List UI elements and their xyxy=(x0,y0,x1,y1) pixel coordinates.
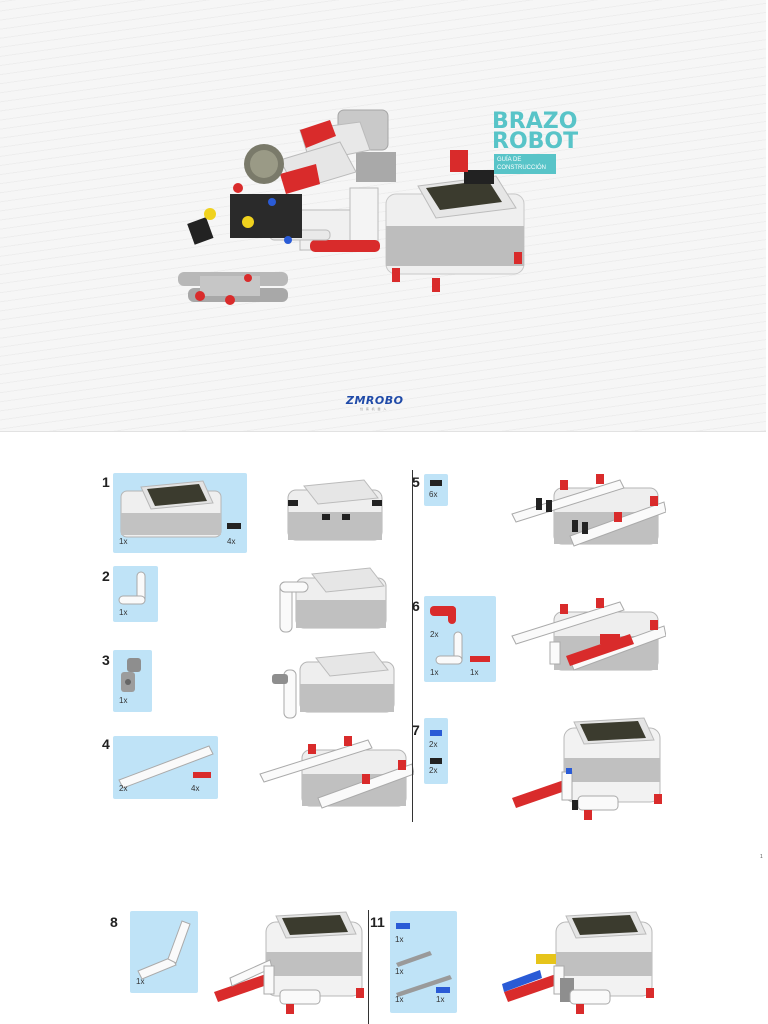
step-6-qty-2: 1x xyxy=(430,668,439,677)
step-4-qty-1: 2x xyxy=(119,784,128,793)
robot-arm-illustration xyxy=(178,109,525,305)
white-angled-beam-icon xyxy=(118,571,146,605)
cover-page: BRAZO ROBOT GUÍA DE CONSTRUCCIÓN ZMROBO … xyxy=(0,0,766,432)
step-5-number: 5 xyxy=(412,474,420,490)
step-1-assembly-image xyxy=(287,479,383,541)
step-8-assembly-image xyxy=(214,911,364,1014)
step-11-parts-svg xyxy=(396,923,452,997)
step-1-qty-2: 4x xyxy=(227,537,236,546)
step-2-parts-box: 1x xyxy=(113,566,158,622)
blue-pin-icon xyxy=(396,923,410,929)
page-number: 1 xyxy=(760,854,763,860)
cover-title: BRAZO ROBOT xyxy=(492,109,579,154)
column-divider-bottom xyxy=(368,910,369,1024)
step-11-qty-3: 1x xyxy=(395,995,404,1004)
step-4-number: 4 xyxy=(102,736,110,752)
step-1-number: 1 xyxy=(102,474,110,490)
step-2-qty-1: 1x xyxy=(119,608,128,617)
step-3-parts-box: 1x xyxy=(113,650,152,712)
step-8-parts-box: 1x xyxy=(130,911,198,993)
step-11-assembly-image xyxy=(502,911,654,1014)
step-2-assembly-image xyxy=(279,567,387,633)
step-6-qty-1: 2x xyxy=(430,630,439,639)
gray-long-axle-icon xyxy=(396,975,452,997)
step-3-number: 3 xyxy=(102,652,110,668)
step-1-qty-1: 1x xyxy=(119,537,128,546)
step-7-parts-box: 2x 2x xyxy=(424,718,448,784)
black-pin-icon xyxy=(227,523,241,529)
cover-title-line1: BRAZO xyxy=(492,109,578,134)
step-11-qty-4: 1x xyxy=(436,995,445,1004)
blue-pin-icon xyxy=(436,987,450,993)
step-6-qty-3: 1x xyxy=(470,668,479,677)
cover-subtitle-line1: GUÍA DE xyxy=(497,157,522,163)
step-3-assembly-image xyxy=(272,651,395,719)
step-8-qty-1: 1x xyxy=(136,977,145,986)
step-7-parts-svg xyxy=(430,730,442,764)
red-axle-icon xyxy=(470,656,490,662)
step-5-qty-1: 6x xyxy=(429,490,438,499)
gray-connector-icon xyxy=(121,658,141,692)
gripper xyxy=(187,183,302,245)
step-7-number: 7 xyxy=(412,722,420,738)
cover-subtitle: GUÍA DE CONSTRUCCIÓN xyxy=(494,154,556,174)
brand-logo-subtitle: 创 客 机 器 人 xyxy=(360,407,388,411)
red-axle-pin-icon xyxy=(193,772,211,778)
step-1-parts-box: 1x 4x xyxy=(113,473,247,553)
step-7-qty-1: 2x xyxy=(429,740,438,749)
cover-title-line2: ROBOT xyxy=(492,129,579,154)
step-4-qty-2: 4x xyxy=(191,784,200,793)
step-5-parts-box: 6x xyxy=(424,474,448,506)
black-pin-icon xyxy=(430,480,442,486)
white-bent-beam-icon xyxy=(137,920,191,980)
blue-pin-icon xyxy=(430,730,442,736)
step-7-qty-2: 2x xyxy=(429,766,438,775)
step-7-assembly-image xyxy=(512,717,662,820)
step-6-parts-box: 2x 1x 1x xyxy=(424,596,496,682)
step-5-assembly-image xyxy=(511,474,666,547)
base-plate xyxy=(178,272,288,305)
step-11-qty-2: 1x xyxy=(395,967,404,976)
gray-axle-icon xyxy=(396,951,432,967)
ev3-brick-icon xyxy=(120,480,241,538)
step-11-number: 11 xyxy=(370,914,385,930)
step-4-assembly-image xyxy=(259,736,414,809)
brand-logo: ZMROBO xyxy=(346,394,404,407)
step-3-qty-1: 1x xyxy=(119,696,128,705)
cover-subtitle-line2: CONSTRUCCIÓN xyxy=(497,165,546,171)
ev3-brick xyxy=(385,150,525,292)
step-11-parts-box: 1x 1x 1x 1x xyxy=(390,911,457,1013)
step-6-assembly-image xyxy=(511,598,666,671)
step-8-number: 8 xyxy=(110,914,118,930)
step-11-qty-1: 1x xyxy=(395,935,404,944)
arm xyxy=(244,120,380,252)
step-4-parts-box: 2x 4x xyxy=(113,736,218,799)
white-long-beam-icon xyxy=(118,745,214,789)
step-6-number: 6 xyxy=(412,598,420,614)
black-pin-icon xyxy=(430,758,442,764)
step-2-number: 2 xyxy=(102,568,110,584)
column-divider xyxy=(412,470,413,822)
red-angled-beam-icon xyxy=(430,606,490,665)
